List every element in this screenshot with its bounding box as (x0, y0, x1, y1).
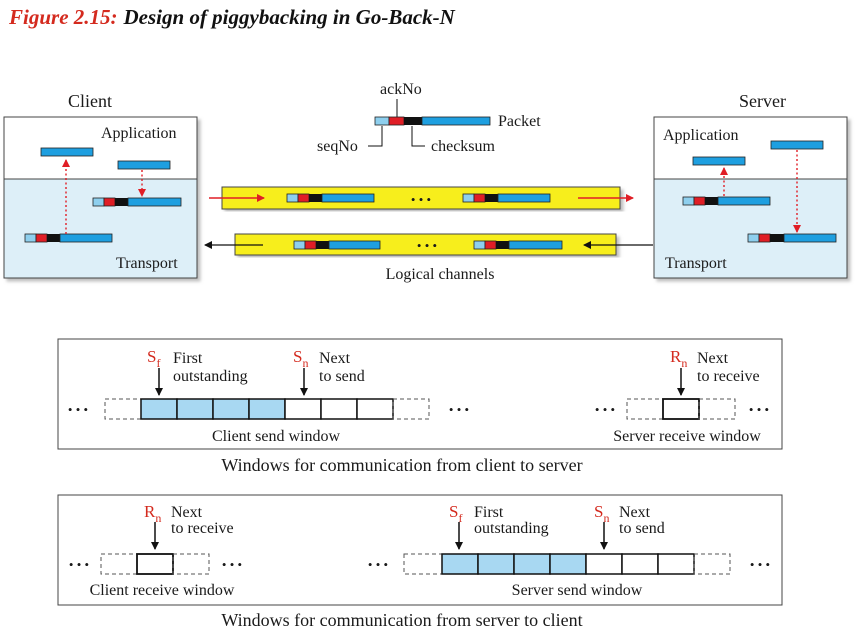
send-window-left-dots: • • • (68, 402, 88, 417)
client-transport-layer (3, 178, 198, 279)
outstanding-slot (140, 398, 178, 420)
ackno-field (388, 116, 405, 126)
client-incoming-packet (24, 233, 113, 243)
seqno-field (374, 116, 390, 126)
send-window-right-dots: • • • (449, 402, 469, 417)
channel-packet (286, 193, 375, 203)
sn-line2: to send (619, 520, 665, 537)
figure-number: Figure 2.15: (9, 5, 118, 29)
checksum-field (404, 117, 422, 125)
client-receive-window-label: Client receive window (90, 582, 235, 599)
outstanding-slot (549, 553, 587, 575)
rn-line1: Next (171, 504, 203, 521)
channel-packet (462, 193, 551, 203)
figure-title: Figure 2.15:Design of piggybacking in Go… (9, 5, 455, 30)
sendable-slot (356, 398, 394, 420)
sf-line2: outstanding (474, 520, 549, 537)
rn-line1: Next (697, 350, 729, 367)
sn-line2: to send (319, 368, 365, 385)
outside-slot (392, 398, 430, 420)
server-incoming-packet (682, 196, 771, 206)
server-transport-label: Transport (665, 255, 727, 272)
sf-line2: outstanding (173, 368, 248, 385)
receive-slot (662, 398, 700, 420)
sendable-slot (585, 553, 623, 575)
rn-line2: to receive (171, 520, 234, 537)
receive-slot (136, 553, 174, 575)
server-receive-window-label: Server receive window (613, 428, 761, 445)
receive-window-left-dots: • • • (69, 557, 89, 572)
sn-symbol: Sn (293, 347, 308, 370)
sendable-slot (320, 398, 358, 420)
receive-window-left-dots: • • • (595, 402, 615, 417)
server-app-message (770, 140, 824, 150)
outside-slot (172, 553, 210, 575)
sf-symbol: Sf (147, 347, 160, 370)
send-window-left-dots: • • • (368, 557, 388, 572)
client-outgoing-packet (92, 197, 182, 207)
server-app-message (692, 156, 746, 166)
logical-channels-label: Logical channels (386, 266, 495, 283)
outside-slot (693, 553, 731, 575)
checksum-leader (411, 126, 425, 147)
panel-2-caption: Windows for communication from server to… (221, 610, 582, 630)
server-outgoing-packet (747, 233, 837, 243)
window-panel-server-to-client: Rn Next to receive • • • • • • Client re… (57, 494, 783, 606)
send-window-right-dots: • • • (750, 557, 770, 572)
payload-field (421, 116, 491, 126)
rn-symbol: Rn (144, 502, 161, 525)
client-label: Client (68, 91, 112, 111)
server-label: Server (739, 91, 786, 111)
receive-window-right-dots: • • • (222, 557, 242, 572)
server-send-window-label: Server send window (512, 582, 643, 599)
outstanding-slot (513, 553, 551, 575)
panel-1-caption: Windows for communication from client to… (221, 455, 582, 475)
server-application-label: Application (663, 127, 739, 144)
checksum-label: checksum (431, 138, 496, 155)
window-panel-client-to-server: Sf First outstanding Sn Next to send • •… (57, 338, 783, 450)
sn-line1: Next (319, 350, 351, 367)
sf-line1: First (474, 504, 504, 521)
outside-slot (698, 398, 736, 420)
client-app-message (40, 147, 94, 157)
outstanding-slot (212, 398, 250, 420)
client-box: Client Application Transport (3, 91, 198, 279)
channel-packet (293, 240, 381, 250)
packet-legend: ackNo Packet seqNo checksum (317, 81, 541, 155)
sendable-slot (621, 553, 659, 575)
client-transport-label: Transport (116, 255, 178, 272)
seqno-label: seqNo (317, 138, 358, 155)
channel-dots: • • • (417, 238, 437, 253)
server-transport-layer (653, 178, 848, 279)
channel-client-to-server: • • • (209, 186, 634, 210)
rn-symbol: Rn (670, 347, 687, 370)
client-app-message (117, 160, 171, 170)
outside-slot (403, 553, 443, 575)
ackno-label: ackNo (380, 81, 422, 98)
sendable-slot (284, 398, 322, 420)
packet-label: Packet (498, 113, 541, 130)
server-box: Server Application Transport (653, 91, 848, 279)
client-send-window-label: Client send window (212, 428, 340, 445)
outstanding-slot (248, 398, 286, 420)
channel-dots: • • • (411, 192, 431, 207)
sf-symbol: Sf (449, 502, 462, 525)
seqno-leader (368, 126, 383, 147)
sn-symbol: Sn (594, 502, 609, 525)
client-application-label: Application (101, 125, 177, 142)
channel-packet (473, 240, 563, 250)
sf-line1: First (173, 350, 203, 367)
rn-line2: to receive (697, 368, 760, 385)
sendable-slot (657, 553, 695, 575)
channel-server-to-client: • • • (204, 233, 653, 256)
sn-line1: Next (619, 504, 651, 521)
outstanding-slot (176, 398, 214, 420)
outstanding-slot (477, 553, 515, 575)
outstanding-slot (441, 553, 479, 575)
figure-name: Design of piggybacking in Go-Back-N (123, 5, 455, 29)
receive-window-right-dots: • • • (749, 402, 769, 417)
